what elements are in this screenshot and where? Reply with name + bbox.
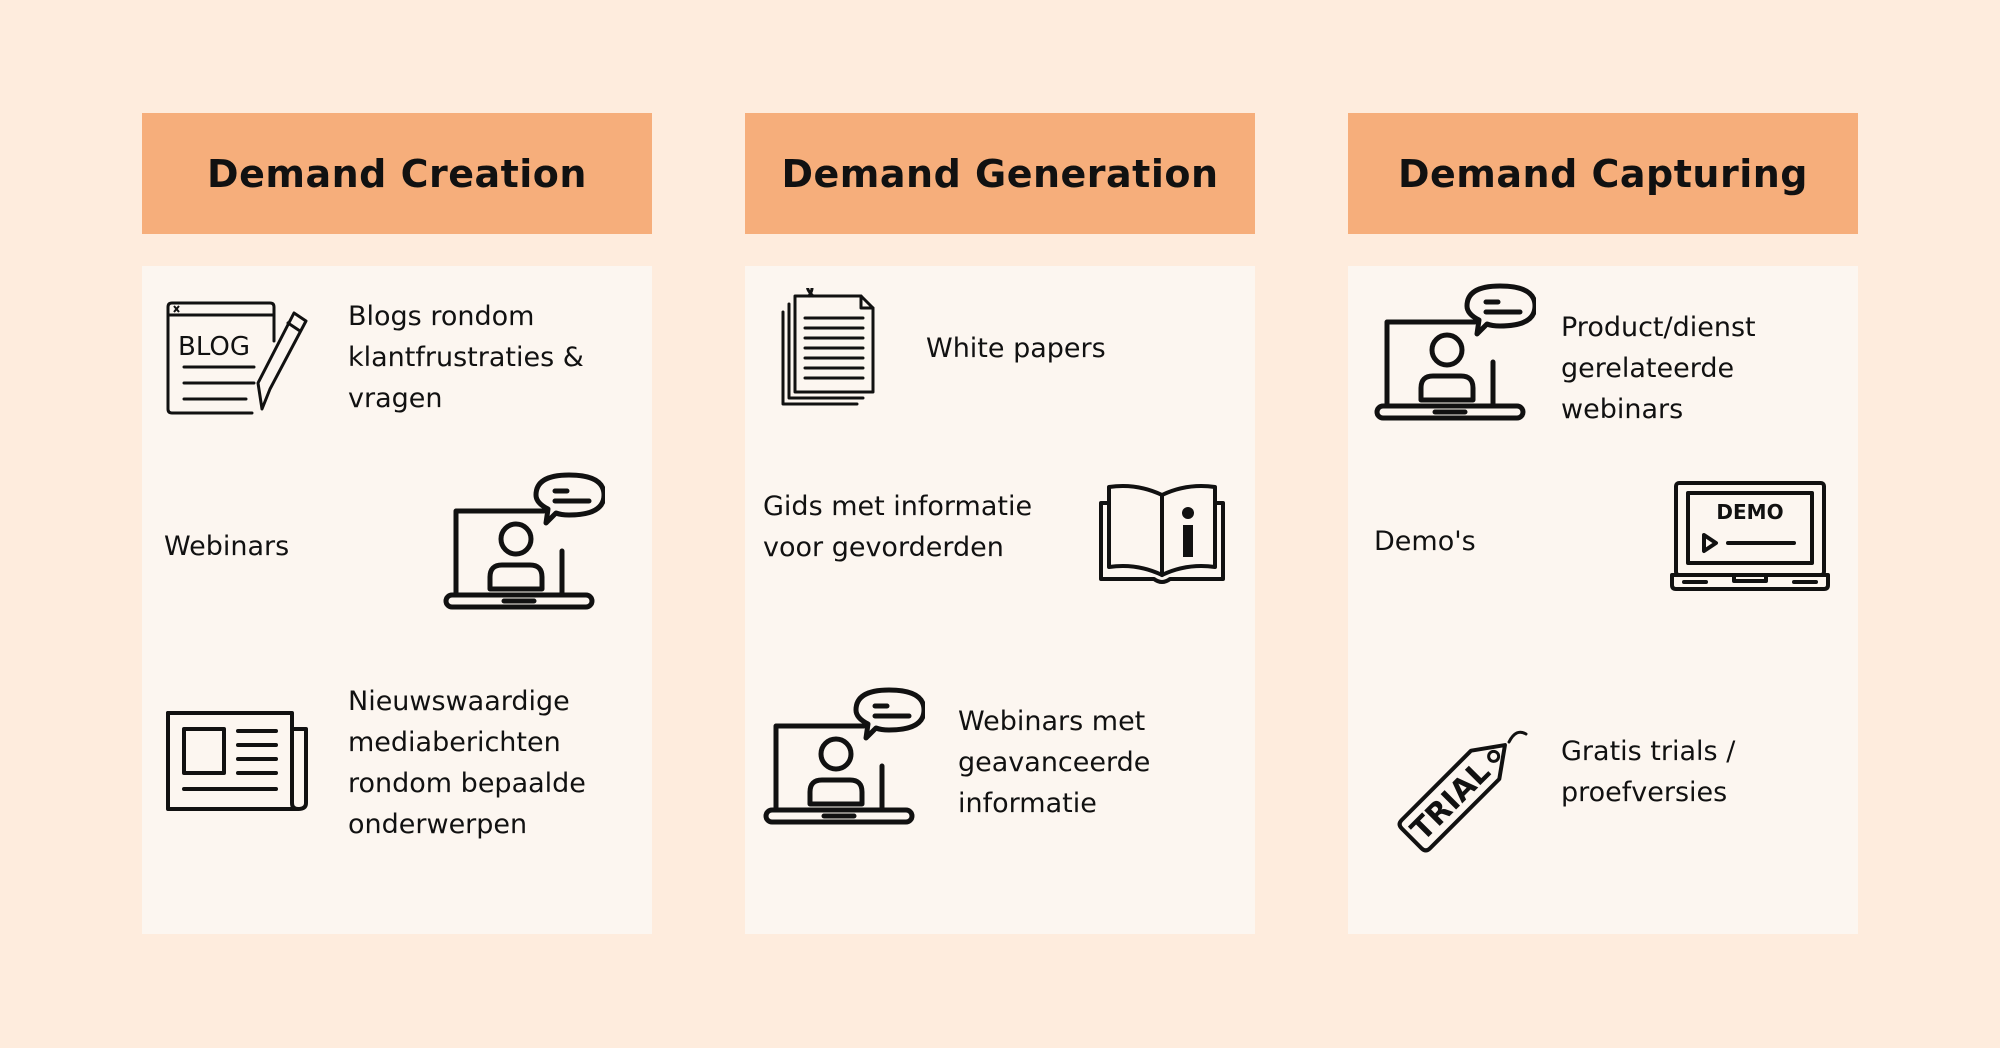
- column-demand-creation: Demand Creation: [142, 113, 652, 934]
- demo-icon-text: DEMO: [1716, 500, 1783, 524]
- column-demand-generation: Demand Generation: [745, 113, 1255, 934]
- laptop-webinar-icon: [763, 686, 925, 826]
- item-label: Webinars: [164, 531, 290, 562]
- blog-icon: BLOG: [166, 301, 308, 421]
- demo-laptop-icon: DEMO: [1670, 481, 1830, 593]
- column-title: Demand Capturing: [1397, 151, 1808, 196]
- column-header: Demand Capturing: [1348, 113, 1858, 234]
- column-header: Demand Generation: [745, 113, 1255, 234]
- laptop-webinar-icon: [1374, 282, 1536, 422]
- trial-tag-icon: TRIAL: [1384, 716, 1534, 866]
- document-stack-icon: [779, 288, 879, 408]
- column-title: Demand Creation: [207, 151, 587, 196]
- info-book-icon: [1097, 483, 1227, 585]
- item-label: Gratis trials /proefversies: [1561, 736, 1736, 808]
- newspaper-icon: [166, 711, 312, 813]
- column-title: Demand Generation: [781, 151, 1219, 196]
- laptop-webinar-icon: [443, 471, 605, 611]
- item-label: Demo's: [1374, 526, 1476, 557]
- item-label: White papers: [926, 333, 1106, 364]
- blog-icon-text: BLOG: [178, 332, 250, 362]
- column-header: Demand Creation: [142, 113, 652, 234]
